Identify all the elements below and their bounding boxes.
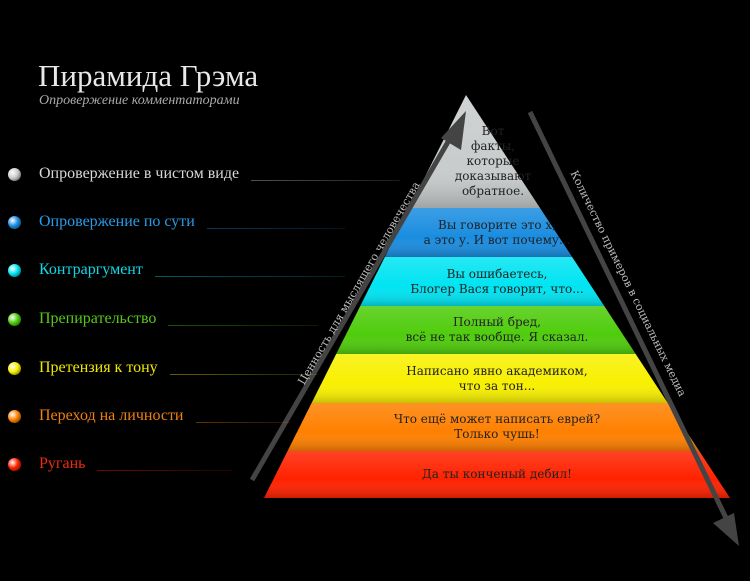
page-title: Пирамида Грэма <box>38 58 259 93</box>
legend-label: Претензия к тону <box>39 359 158 376</box>
legend-item-refutation-core: Опровержение по сути <box>8 212 345 232</box>
band-text-line: которые <box>466 154 520 168</box>
legend-label: Ругань <box>39 455 86 472</box>
legend-dot-icon <box>8 409 21 423</box>
band-text-contradiction: Полный бред,всё не так вообще. Я сказал. <box>406 315 589 345</box>
legend-dot-icon <box>8 457 21 471</box>
band-text-line: Вот <box>481 124 505 138</box>
band-text-line: Вы ошибаетесь, <box>446 266 548 281</box>
band-text-line: всё не так вообще. Я сказал. <box>405 330 589 344</box>
legend-connector-line <box>154 275 345 277</box>
band-text-name-calling: Да ты конченый дебил! <box>422 467 572 482</box>
legend-label: Опровержение в чистом виде <box>39 165 240 182</box>
band-text-line: Да ты конченый дебил! <box>421 467 573 481</box>
legend-dot-icon <box>8 361 21 375</box>
legend-item-ad-hominem: Переход на личности <box>8 406 290 426</box>
legend-dot-icon <box>8 167 21 181</box>
band-text-refutation-core: Вы говорите это х,а это у. И вот почему.… <box>424 218 571 248</box>
band-text-line: Вы говорите это х, <box>438 217 556 232</box>
legend-connector-line <box>169 373 318 375</box>
legend-label: Препирательство <box>39 310 157 327</box>
band-text-line: Что ещё может написать еврей? <box>393 412 601 426</box>
legend-dot-icon <box>8 263 21 277</box>
legend-item-counterargument: Контраргумент <box>8 260 345 280</box>
band-shading <box>264 451 730 498</box>
band-text-line: а это у. И вот почему... <box>423 232 571 247</box>
band-text-line: факты, <box>470 139 516 153</box>
legend-label: Контраргумент <box>39 261 143 278</box>
legend-dot-icon <box>8 312 21 326</box>
band-text-line: обратное. <box>461 184 525 198</box>
legend-connector-line <box>97 469 232 471</box>
legend-connector-line <box>206 227 345 229</box>
legend-connector-line <box>195 421 290 423</box>
legend-label: Опровержение по сути <box>39 213 195 230</box>
band-text-line: что за тон... <box>458 378 536 393</box>
page-subtitle: Опровержение комментаторами <box>39 93 240 108</box>
band-shading <box>264 403 730 451</box>
band-text-line: Полный бред, <box>453 315 541 329</box>
legend-item-name-calling: Ругань <box>8 454 232 474</box>
band-text-counterargument: Вы ошибаетесь,Блогер Вася говорит, что..… <box>410 267 583 297</box>
band-text-ad-hominem: Что ещё может написать еврей?Только чушь… <box>394 412 600 442</box>
legend-connector-line <box>168 324 318 326</box>
legend-connector-line <box>251 179 400 181</box>
legend-dot-icon <box>8 215 21 229</box>
band-text-line: Написано явно академиком, <box>406 363 588 378</box>
band-text-line: доказывают <box>454 169 532 183</box>
band-text-line: Блогер Вася говорит, что... <box>410 281 584 296</box>
legend-item-tone-response: Претензия к тону <box>8 358 318 378</box>
legend-label: Переход на личности <box>39 407 184 424</box>
legend-item-refutation-pure: Опровержение в чистом виде <box>8 164 400 184</box>
band-text-tone-response: Написано явно академиком,что за тон... <box>406 364 587 394</box>
band-text-line: Только чушь! <box>454 427 540 441</box>
legend-item-contradiction: Препирательство <box>8 309 318 329</box>
